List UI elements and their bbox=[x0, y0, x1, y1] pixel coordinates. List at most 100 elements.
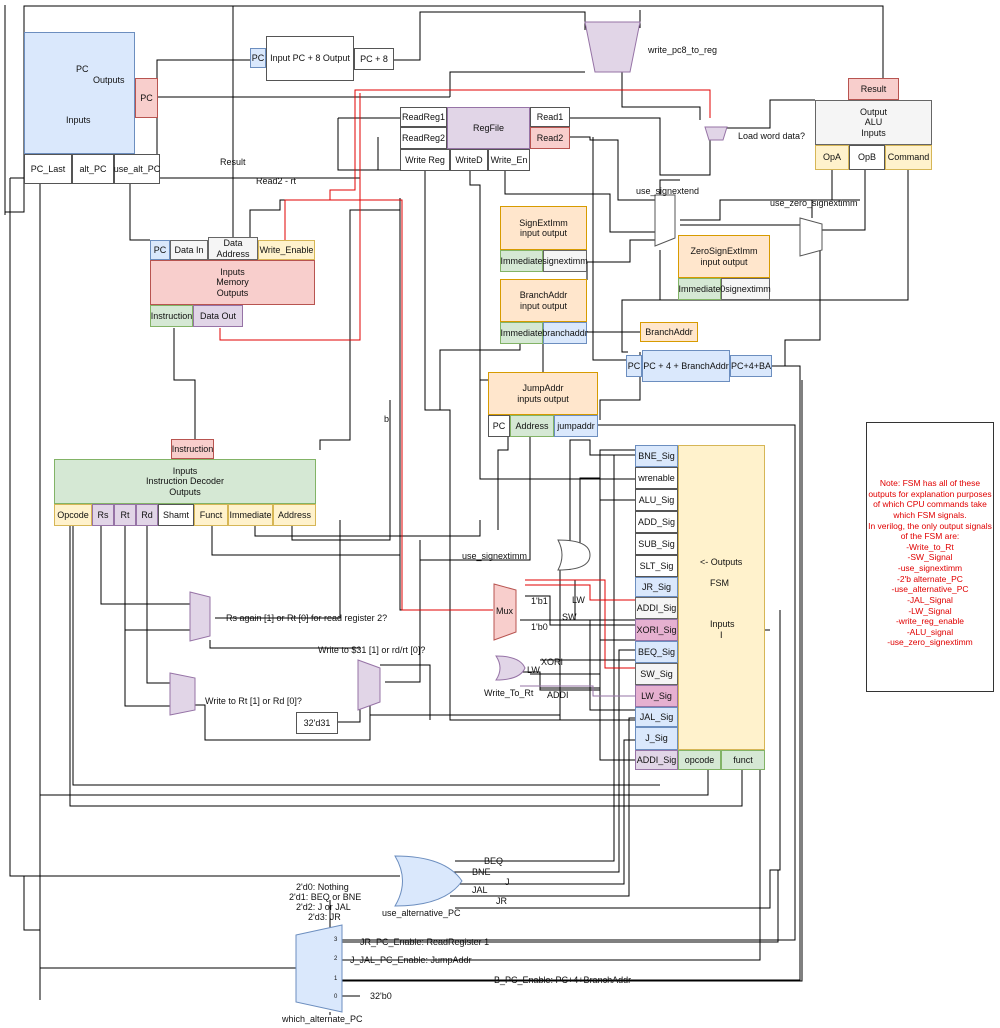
pc4ba-output-port: PC+4+BA bbox=[730, 355, 772, 377]
decoder-inputs-label: Inputs bbox=[172, 465, 198, 476]
rs-rt-mux-shape bbox=[189, 591, 211, 642]
zerosignextimm-io: input output bbox=[700, 256, 748, 267]
jumpaddr-address-port: Address bbox=[510, 415, 554, 437]
decoder-immediate-port: Immediate bbox=[228, 504, 273, 526]
branchaddr-title: BranchAddr bbox=[519, 290, 568, 301]
pc4ba-pc-port: PC bbox=[626, 355, 642, 377]
which-alternate-pc-label: which_alternate_PC bbox=[282, 1014, 363, 1024]
fsm-sig-add: ADD_Sig bbox=[635, 511, 678, 533]
regfile-readreg1: ReadReg1 bbox=[400, 107, 447, 127]
jumpaddr-io: inputs output bbox=[517, 393, 569, 404]
alu-block: Output ALU Inputs bbox=[815, 100, 932, 145]
zerosignextimm-title: ZeroSignExtImm bbox=[690, 246, 758, 257]
regfile-writed: WriteD bbox=[450, 149, 488, 171]
write-31-label: Write to $31 [1] or rd/rt [0]? bbox=[318, 645, 426, 655]
alu-opa-port: OpA bbox=[815, 145, 849, 170]
note-line: -LW_Signal bbox=[908, 605, 952, 616]
which-mux-pin-3: 3 bbox=[334, 937, 338, 943]
branchaddr-output-port: branchaddr bbox=[542, 322, 588, 344]
pc-title: PC bbox=[76, 64, 89, 74]
alt-legend-1: 2'd1: BEQ or BNE bbox=[289, 892, 362, 902]
load-word-mux-shape bbox=[704, 126, 728, 141]
signextimm-output-port: signextimm bbox=[542, 250, 588, 272]
alt-legend-0: 2'd0: Nothing bbox=[296, 882, 349, 892]
write-pc8-to-reg-label: write_pc8_to_reg bbox=[648, 45, 718, 55]
alu-command-port: Command bbox=[885, 145, 932, 170]
branchaddr-block: BranchAddr input output bbox=[500, 279, 587, 322]
const-32b0-label: 32'b0 bbox=[370, 991, 392, 1001]
pc8-output-port: PC + 8 bbox=[354, 48, 394, 70]
write-rt-rd-label: Write to Rt [1] or Rd [0]? bbox=[205, 696, 302, 706]
decoder-rs-port: Rs bbox=[92, 504, 114, 526]
use-signextimm-label: use_signextimm bbox=[462, 551, 528, 561]
signextimm-io: input output bbox=[519, 228, 568, 238]
note-line: Note: FSM has all of these bbox=[879, 478, 981, 488]
memory-inputs-label: Inputs bbox=[220, 266, 245, 277]
regfile-read1: Read1 bbox=[530, 107, 570, 127]
which-alternate-pc-shape bbox=[295, 924, 343, 1013]
fsm-sig-addi-2: ADDI_Sig bbox=[635, 750, 678, 770]
b-label: b bbox=[384, 414, 390, 424]
memory-block: Inputs Memory Outputs bbox=[150, 260, 315, 305]
fsm-inputs-mark: I bbox=[720, 630, 723, 640]
pc8-pc-port: PC bbox=[250, 48, 266, 68]
mux-in1-label: 1'b1 bbox=[531, 596, 548, 606]
regfile-writereg: Write Reg bbox=[400, 149, 450, 171]
jumpaddr-title: JumpAddr bbox=[522, 383, 564, 394]
signextend-mux-shape bbox=[654, 194, 676, 247]
zerosignextimm-immediate-port: Immediate bbox=[678, 278, 721, 300]
alu-opb-port: OpB bbox=[849, 145, 885, 170]
note-line: -use_zero_signextimm bbox=[887, 637, 973, 648]
fsm-sig-slt: SLT_Sig bbox=[635, 555, 678, 577]
lw-small-label: LW bbox=[527, 665, 540, 675]
pc-last-port: PC_Last bbox=[24, 154, 72, 184]
note-line: In verilog, the only output signals bbox=[868, 520, 992, 531]
decoder-address-port: Address bbox=[273, 504, 316, 526]
fsm-funct-port: funct bbox=[721, 750, 765, 770]
decoder-title: Instruction Decoder bbox=[145, 476, 225, 487]
fsm-sig-beq: BEQ_Sig bbox=[635, 641, 678, 663]
use-zero-signextimm-label: use_zero_signextimm bbox=[770, 198, 858, 208]
note-line: of the FSM are: bbox=[900, 531, 960, 542]
fsm-opcode-port: opcode bbox=[678, 750, 721, 770]
alu-output-label: Output bbox=[859, 106, 888, 117]
regfile-write-en: Write_En bbox=[488, 149, 530, 171]
zerosignextimm-output-port: 0signextimm bbox=[720, 278, 771, 300]
fsm-sig-jr: JR_Sig bbox=[635, 577, 678, 597]
load-word-data-label: Load word data? bbox=[738, 131, 806, 141]
use-signextimm-or-gate bbox=[557, 539, 591, 571]
decoder-shamt-port: Shamt bbox=[158, 504, 194, 526]
which-mux-pin-0: 0 bbox=[334, 994, 338, 1000]
decoder-block: Inputs Instruction Decoder Outputs bbox=[54, 459, 316, 504]
alu-title: ALU bbox=[864, 117, 883, 128]
note-line: -2'b alternate_PC bbox=[897, 573, 963, 584]
which-mux-pin-1: 1 bbox=[334, 976, 338, 982]
memory-data-address-port: Data Address bbox=[208, 237, 258, 260]
decoder-rd-port: Rd bbox=[136, 504, 158, 526]
fsm-sig-alu: ALU_Sig bbox=[635, 489, 678, 511]
branchaddr-immediate-port: Immediate bbox=[500, 322, 543, 344]
decoder-funct-port: Funct bbox=[194, 504, 228, 526]
decoder-instruction-port: Instruction bbox=[171, 439, 214, 459]
regfile-title: RegFile bbox=[447, 107, 530, 149]
xori-label: XORI bbox=[541, 657, 564, 667]
note-text: Note: FSM has all of these outputs for e… bbox=[866, 478, 994, 648]
fsm-block bbox=[678, 445, 765, 750]
regfile-readreg2: ReadReg2 bbox=[400, 127, 447, 149]
or-input-j: J bbox=[505, 877, 510, 887]
fsm-sig-sw: SW_Sig bbox=[635, 663, 678, 685]
ext-mux-shape bbox=[493, 583, 517, 641]
memory-write-enable-port: Write_Enable bbox=[258, 240, 315, 260]
use-alternative-pc-or-gate bbox=[394, 855, 463, 907]
rt-rd-mux-shape bbox=[169, 672, 196, 716]
decoder-rt-port: Rt bbox=[114, 504, 136, 526]
pc-port: PC bbox=[135, 78, 158, 118]
fsm-sig-addi: ADDI_Sig bbox=[635, 597, 678, 619]
fsm-inputs-label: Inputs bbox=[710, 619, 735, 629]
note-line: -ALU_signal bbox=[906, 626, 954, 637]
mux-in0-label: 1'b0 bbox=[531, 622, 548, 632]
alt-legend-3: 2'd3: JR bbox=[308, 912, 341, 922]
note-line: -use_alternative_PC bbox=[891, 584, 969, 595]
note-line: of which CPU commands take bbox=[873, 499, 987, 510]
